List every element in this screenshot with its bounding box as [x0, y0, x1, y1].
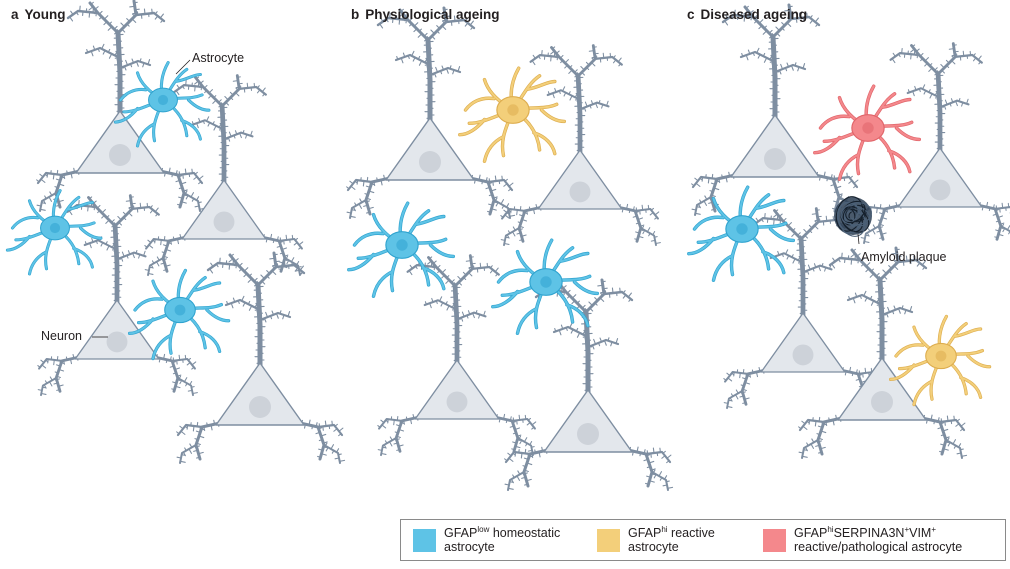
astrocyte-nucleus: [157, 94, 169, 106]
neuron-soma: [385, 117, 475, 181]
panel-b-title: Physiological ageing: [365, 7, 500, 22]
panel-a-title: Young: [24, 7, 66, 22]
astrocyte-nucleus: [174, 304, 186, 316]
neuron-soma: [760, 312, 846, 373]
astrocyte-homeostatic: [491, 238, 600, 336]
panel-b-heading: b Physiological ageing: [351, 7, 500, 22]
astrocyte-nucleus: [862, 122, 874, 134]
astrocyte-homeostatic: [5, 189, 103, 276]
legend-swatch-reactive: [597, 528, 620, 552]
astrocyte-nucleus: [935, 350, 947, 362]
neuron-soma: [730, 114, 820, 178]
neuron-soma: [543, 389, 633, 453]
legend-item-pathological: GFAPhiSERPINA3N+VIM+ reactive/pathologic…: [763, 520, 962, 560]
panel-b-letter: b: [351, 7, 360, 22]
neuron: [144, 74, 305, 277]
neurons-layer: [36, 0, 1010, 491]
neuron: [36, 0, 206, 212]
neuron-nucleus: [446, 391, 468, 413]
astrocyte-nucleus: [736, 223, 748, 235]
neuron-nucleus: [764, 148, 786, 170]
neuron-soma: [897, 147, 983, 208]
astrocyte-homeostatic: [127, 268, 231, 361]
astrocyte-leader: [175, 59, 191, 75]
neuron-nucleus: [577, 423, 599, 445]
neuron: [691, 3, 861, 216]
neuron-soma: [414, 359, 500, 420]
amyloid-plaque-label: Amyloid plaque: [861, 250, 947, 264]
legend-label-reactive: GFAPhi reactive astrocyte: [628, 524, 715, 554]
amyloid-plaque: [834, 196, 872, 237]
neuron-nucleus: [871, 391, 893, 413]
neuron-soma: [181, 179, 267, 240]
panel-c-heading: c Diseased ageing: [687, 7, 807, 22]
neuron-nucleus: [929, 179, 951, 201]
neuron: [377, 254, 538, 457]
neuron: [346, 6, 516, 219]
neuron-soma: [74, 299, 160, 360]
astrocyte-nucleus: [49, 222, 61, 234]
plaque-layer: [834, 196, 872, 237]
panel-a-letter: a: [11, 7, 19, 22]
neuron-nucleus: [109, 144, 131, 166]
legend-item-reactive: GFAPhi reactive astrocyte: [597, 520, 715, 560]
neuron-soma: [537, 149, 623, 210]
astrocyte-nucleus: [396, 239, 408, 251]
astrocyte-homeostatic: [687, 185, 796, 283]
neuron-nucleus: [249, 396, 271, 418]
neuron: [500, 44, 661, 247]
panel-a-heading: a Young: [11, 7, 66, 22]
neuron: [176, 251, 346, 464]
neuron-nucleus: [419, 151, 441, 173]
amyloid-leader: [857, 233, 860, 245]
astrocyte-nucleus: [507, 104, 519, 116]
neuron-nucleus: [106, 331, 128, 353]
neuron: [860, 42, 1010, 245]
panel-c-letter: c: [687, 7, 695, 22]
neuron-soma: [215, 362, 305, 426]
panel-c-title: Diseased ageing: [700, 7, 808, 22]
neuron-nucleus: [213, 211, 235, 233]
legend-swatch-pathological: [763, 528, 786, 552]
neuron: [37, 194, 198, 397]
legend-item-homeostatic: GFAPlow homeostatic astrocyte: [413, 520, 560, 560]
neuron-nucleus: [792, 344, 814, 366]
neuron-nucleus: [569, 181, 591, 203]
neuron: [504, 278, 674, 491]
neuron: [723, 207, 884, 410]
astrocyte-nucleus: [540, 276, 552, 288]
neuron-soma: [837, 357, 927, 421]
neuron-soma: [75, 110, 165, 174]
astrocyte-reactive: [888, 314, 992, 407]
astrocyte-homeostatic: [113, 61, 211, 148]
astrocyte-label: Astrocyte: [192, 51, 245, 65]
astrocyte-pathological: [813, 84, 922, 182]
astrocyte-homeostatic: [347, 201, 456, 299]
neuron: [798, 246, 968, 459]
legend: GFAPlow homeostatic astrocyte GFAPhi rea…: [400, 519, 1006, 561]
astrocytes-layer: [5, 61, 992, 407]
legend-swatch-homeostatic: [413, 528, 436, 552]
neuron-label: Neuron: [41, 329, 82, 343]
legend-label-pathological: GFAPhiSERPINA3N+VIM+ reactive/pathologic…: [794, 524, 963, 554]
callout-leaders: [92, 59, 860, 338]
legend-label-homeostatic: GFAPlow homeostatic astrocyte: [444, 524, 561, 554]
astrocyte-reactive: [458, 66, 567, 164]
